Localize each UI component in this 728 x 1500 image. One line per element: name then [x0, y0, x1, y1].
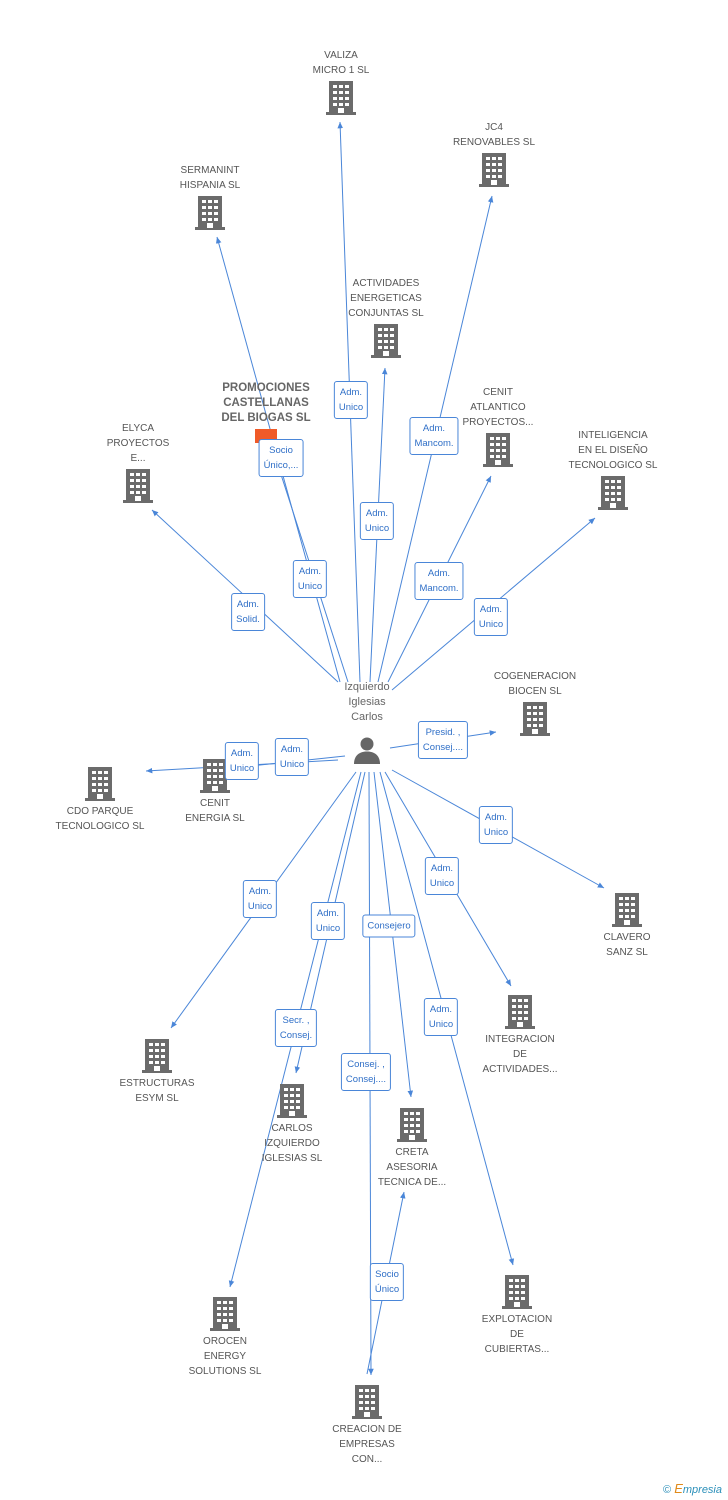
company-name: ELYCA PROYECTOS E... — [106, 423, 170, 464]
copyright-symbol: © — [663, 1484, 672, 1496]
company-node-cogeneracion[interactable]: COGENERACION BIOCEN SL — [470, 669, 600, 736]
company-node-explotacion[interactable]: EXPLOTACION DE CUBIERTAS... — [452, 1275, 582, 1357]
person-name: Izquierdo Iglesias Carlos — [344, 681, 390, 723]
footer-brand[interactable]: © Empresia — [663, 1481, 722, 1496]
edge-label-clavero[interactable]: Adm. Unico — [478, 806, 514, 844]
company-name: ESTRUCTURAS ESYM SL — [119, 1078, 195, 1104]
company-name: COGENERACION BIOCEN SL — [493, 671, 577, 697]
building-icon — [210, 1297, 240, 1331]
company-node-jc4[interactable]: JC4 RENOVABLES SL — [429, 120, 559, 187]
edge-label-orocen[interactable]: Adm. Unico — [310, 902, 346, 940]
edge-label-sermanint[interactable]: Adm. Unico — [292, 560, 328, 598]
company-name: CREACION DE EMPRESAS CON... — [332, 1424, 402, 1465]
company-node-creta[interactable]: CRETA ASESORIA TECNICA DE... — [347, 1108, 477, 1190]
company-node-creacion[interactable]: CREACION DE EMPRESAS CON... — [302, 1385, 432, 1467]
building-icon — [85, 767, 115, 801]
company-node-cdo[interactable]: CDO PARQUE TECNOLOGICO SL — [35, 767, 165, 834]
company-node-cenit_atl[interactable]: CENIT ATLANTICO PROYECTOS... — [433, 385, 563, 467]
company-name: INTEGRACION DE ACTIVIDADES... — [482, 1034, 558, 1075]
building-icon — [277, 1084, 307, 1118]
building-icon — [612, 893, 642, 927]
edge-label-actividades[interactable]: Adm. Unico — [359, 502, 395, 540]
company-node-valiza[interactable]: VALIZA MICRO 1 SL — [276, 48, 406, 115]
company-node-elyca[interactable]: ELYCA PROYECTOS E... — [73, 421, 203, 503]
edge-label-jc4[interactable]: Adm. Mancom. — [409, 417, 459, 455]
building-icon — [371, 324, 401, 358]
company-node-actividades[interactable]: ACTIVIDADES ENERGETICAS CONJUNTAS SL — [321, 276, 451, 358]
edge-label-integracion[interactable]: Adm. Unico — [424, 857, 460, 895]
building-icon — [352, 1385, 382, 1419]
company-node-carlos[interactable]: CARLOS IZQUIERDO IGLESIAS SL — [227, 1084, 357, 1166]
company-name: CLAVERO SANZ SL — [603, 932, 651, 958]
company-name: CDO PARQUE TECNOLOGICO SL — [55, 806, 145, 832]
building-icon — [505, 995, 535, 1029]
edge-label-promociones[interactable]: Socio Único,... — [258, 439, 304, 477]
building-icon — [483, 433, 513, 467]
building-icon — [479, 153, 509, 187]
company-node-sermanint[interactable]: SERMANINT HISPANIA SL — [145, 163, 275, 230]
edge-label-creta[interactable]: Consej. , Consej.... — [340, 1053, 392, 1091]
company-node-integracion[interactable]: INTEGRACION DE ACTIVIDADES... — [455, 995, 585, 1077]
company-name: JC4 RENOVABLES SL — [452, 122, 536, 148]
center-person-node[interactable]: Izquierdo Iglesias Carlos — [307, 680, 427, 765]
edge-label-creacion[interactable]: Consejero — [362, 914, 416, 938]
edge-label-explotacion[interactable]: Adm. Unico — [423, 998, 459, 1036]
edge-label-cenit_atl[interactable]: Adm. Mancom. — [414, 562, 464, 600]
company-name: PROMOCIONES CASTELLANAS DEL BIOGAS SL — [221, 382, 311, 424]
edge-label-estructuras[interactable]: Adm. Unico — [242, 880, 278, 918]
company-node-orocen[interactable]: OROCEN ENERGY SOLUTIONS SL — [160, 1297, 290, 1379]
brand-logo-e: E — [674, 1481, 683, 1496]
building-icon — [142, 1039, 172, 1073]
person-icon — [354, 737, 380, 764]
company-name: VALIZA MICRO 1 SL — [312, 50, 370, 76]
company-node-inteligencia[interactable]: INTELIGENCIA EN EL DISEÑO TECNOLOGICO SL — [548, 428, 678, 510]
edge-label-elyca[interactable]: Adm. Solid. — [231, 593, 265, 631]
edge-label-creacion_creta[interactable]: Socio Único — [369, 1263, 405, 1301]
edge-label-cenit_en[interactable]: Adm. Unico — [274, 738, 310, 776]
company-node-promociones[interactable]: PROMOCIONES CASTELLANAS DEL BIOGAS SL — [201, 381, 331, 443]
edge-label-cogeneracion[interactable]: Presid. , Consej.... — [417, 721, 469, 759]
company-name: CENIT ATLANTICO PROYECTOS... — [462, 387, 534, 428]
company-name: EXPLOTACION DE CUBIERTAS... — [481, 1314, 553, 1355]
company-name: SERMANINT HISPANIA SL — [179, 165, 241, 191]
building-icon — [123, 469, 153, 503]
building-icon — [502, 1275, 532, 1309]
edge-label-cdo[interactable]: Adm. Unico — [224, 742, 260, 780]
edge-label-carlos[interactable]: Secr. , Consej. — [274, 1009, 318, 1047]
edge-label-inteligencia[interactable]: Adm. Unico — [473, 598, 509, 636]
company-node-clavero[interactable]: CLAVERO SANZ SL — [562, 893, 692, 960]
building-icon — [397, 1108, 427, 1142]
brand-logo-text: mpresia — [682, 1484, 722, 1496]
building-icon — [195, 196, 225, 230]
building-icon — [326, 81, 356, 115]
company-name: ACTIVIDADES ENERGETICAS CONJUNTAS SL — [348, 278, 424, 319]
company-node-estructuras[interactable]: ESTRUCTURAS ESYM SL — [92, 1039, 222, 1106]
company-node-cenit_en[interactable]: CENIT ENERGIA SL — [150, 759, 280, 826]
company-name: CENIT ENERGIA SL — [185, 798, 245, 824]
company-name: CARLOS IZQUIERDO IGLESIAS SL — [261, 1123, 323, 1164]
company-name: OROCEN ENERGY SOLUTIONS SL — [188, 1336, 262, 1377]
building-icon — [598, 476, 628, 510]
company-name: CRETA ASESORIA TECNICA DE... — [377, 1147, 447, 1188]
edge-label-valiza[interactable]: Adm. Unico — [333, 381, 369, 419]
company-name: INTELIGENCIA EN EL DISEÑO TECNOLOGICO SL — [568, 430, 658, 471]
building-icon — [520, 702, 550, 736]
